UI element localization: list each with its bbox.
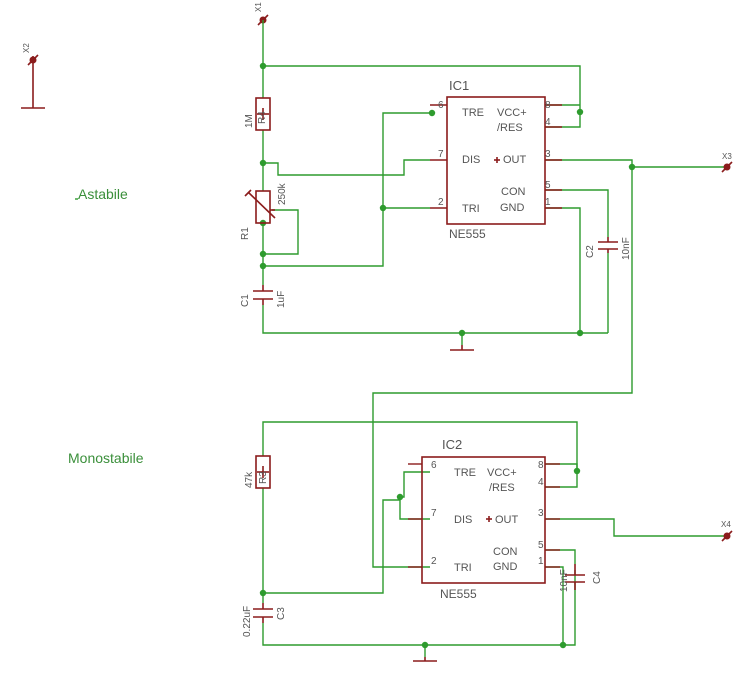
- ic1-pin-number-4: 4: [545, 117, 551, 128]
- x2-label: X2: [22, 43, 31, 53]
- monostable-wires: [262, 421, 727, 657]
- ground-symbol-top: [450, 345, 474, 351]
- x4-label: X4: [721, 520, 731, 529]
- ic1-pin-vcc: VCC+: [497, 107, 527, 119]
- connector-x3: X3: [721, 152, 733, 173]
- ic2-pin-vcc: VCC+: [487, 467, 517, 479]
- ic2-pin-dis: DIS: [454, 514, 472, 526]
- ic2-pin-number-6: 6: [431, 460, 437, 471]
- connector-x1: X1: [254, 2, 269, 26]
- c4-value: 10nF: [559, 569, 570, 592]
- c3-name: C3: [276, 607, 287, 620]
- c4-name: C4: [592, 571, 603, 584]
- ic1-pin-out: OUT: [503, 154, 527, 166]
- c2-value: 10nF: [621, 237, 632, 260]
- capacitor-c4: C4 10nF: [559, 564, 603, 592]
- monostabile-label: Monostabile: [68, 450, 144, 466]
- ic1-pin-number-8: 8: [545, 100, 551, 111]
- astable-junctions: [259, 62, 636, 337]
- ic1-pin-number-2: 2: [438, 197, 444, 208]
- ic1-pin-gnd: GND: [500, 202, 525, 214]
- c2-name: C2: [585, 245, 596, 258]
- ground-symbol-bottom: [413, 657, 437, 662]
- resistor-r4: R4 1M: [244, 97, 271, 131]
- c3-value: 0.22uF: [242, 606, 253, 637]
- ic1-pin-number-6: 6: [438, 100, 444, 111]
- capacitor-c3: C3 0.22uF: [242, 603, 287, 637]
- ic2-pin-number-2: 2: [431, 556, 437, 567]
- ic2-pin-res: /RES: [489, 482, 515, 494]
- resistor-r3: R3 47k: [244, 455, 271, 489]
- ic1-pin-res: /RES: [497, 122, 523, 134]
- ic1-pin-number-5: 5: [545, 180, 551, 191]
- ic1-pin-tre: TRE: [462, 107, 484, 119]
- connector-x4: X4: [721, 520, 733, 542]
- x3-label: X3: [722, 152, 732, 161]
- ic1-ne555: IC1 NE555 TRE VCC+ /RES DIS OUT CON TRI …: [430, 78, 562, 241]
- monostable-junctions: [259, 467, 581, 649]
- ic2-pin-number-7: 7: [431, 508, 437, 519]
- r1-value: 250k: [277, 182, 288, 205]
- ic2-pin-number-3: 3: [538, 508, 544, 519]
- ic2-pin-number-8: 8: [538, 460, 544, 471]
- astable-wires: [262, 20, 727, 568]
- ic1-pin-number-3: 3: [545, 149, 551, 160]
- r4-name: R4: [257, 111, 268, 124]
- capacitor-c1: C1 1uF: [240, 285, 287, 308]
- ic2-pin-tre: TRE: [454, 467, 476, 479]
- r1-name: R1: [240, 227, 251, 240]
- ic2-pin-number-4: 4: [538, 477, 544, 488]
- ic2-pin-tri: TRI: [454, 562, 472, 574]
- r3-name: R3: [258, 471, 269, 484]
- ic2-name: IC2: [442, 437, 462, 452]
- ic1-value: NE555: [449, 227, 486, 241]
- x1-label: X1: [254, 2, 263, 12]
- ic1-pin-con: CON: [501, 186, 526, 198]
- ic1-pin-number-1: 1: [545, 197, 551, 208]
- c1-name: C1: [240, 294, 251, 307]
- ic1-pin-dis: DIS: [462, 154, 480, 166]
- connector-x2: X2: [21, 43, 45, 109]
- r4-value: 1M: [244, 114, 255, 128]
- ic2-value: NE555: [440, 587, 477, 601]
- capacitor-c2: C2 10nF: [585, 237, 632, 260]
- ic2-pin-number-5: 5: [538, 540, 544, 551]
- ic2-pin-con: CON: [493, 546, 518, 558]
- ic1-pin-number-7: 7: [438, 149, 444, 160]
- ic1-pin-tri: TRI: [462, 203, 480, 215]
- ic2-pin-number-1: 1: [538, 556, 544, 567]
- astabile-label: Astabile: [78, 186, 128, 202]
- potentiometer-r1: R1 250k: [240, 182, 288, 240]
- ic2-ne555: IC2 NE555 TRE VCC+ /RES DIS OUT CON TRI …: [408, 437, 560, 601]
- c1-value: 1uF: [276, 291, 287, 308]
- ic2-pin-gnd: GND: [493, 561, 518, 573]
- ic1-name: IC1: [449, 78, 469, 93]
- ic2-pin-out: OUT: [495, 514, 519, 526]
- r3-value: 47k: [244, 471, 255, 488]
